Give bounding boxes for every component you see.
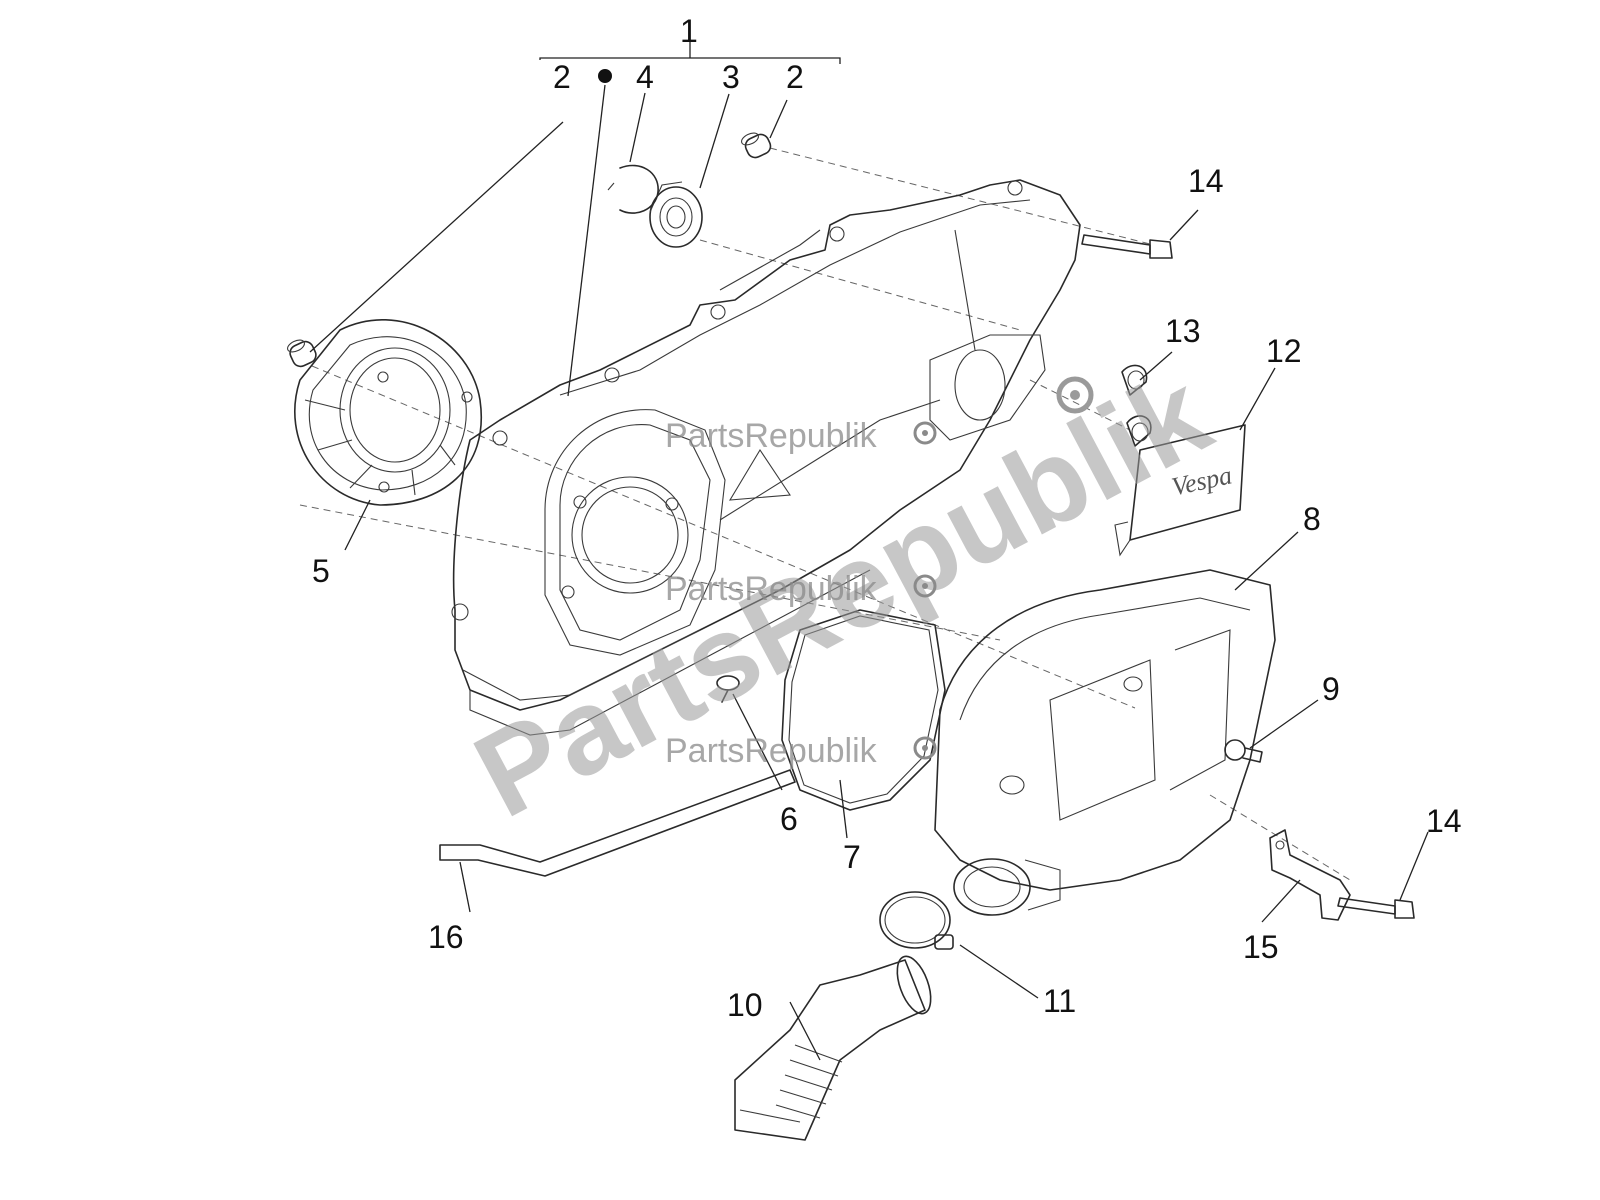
watermark-small-text-3: PartsRepublik — [665, 732, 878, 770]
grommet-lower — [1126, 415, 1152, 447]
gear-icon — [913, 421, 937, 445]
callout-14-upper: 14 — [1188, 163, 1224, 199]
transmission-cover — [451, 179, 1081, 736]
note-bullet — [598, 69, 612, 83]
watermark-small-text-2: PartsRepublik — [665, 570, 878, 608]
callout-11: 11 — [1043, 983, 1076, 1019]
drain-tube — [439, 769, 796, 877]
callout-5: 5 — [312, 553, 330, 589]
callout-labels: 1 2 2 3 4 5 6 7 8 9 10 11 12 13 14 14 15… — [312, 13, 1462, 1023]
watermark-small-text-1: PartsRepublik — [665, 417, 878, 455]
bolt-long-lower — [1337, 897, 1415, 919]
callout-2-left: 2 — [553, 59, 571, 95]
dowel-pin-left — [287, 339, 317, 368]
circlip — [607, 164, 659, 214]
callout-1: 1 — [680, 13, 698, 49]
gear-icon — [1056, 376, 1094, 414]
leader-lines — [309, 42, 1429, 1061]
callout-10: 10 — [727, 987, 763, 1023]
callout-7: 7 — [843, 839, 861, 875]
gasket — [781, 609, 946, 811]
callout-6: 6 — [780, 801, 798, 837]
bearing — [649, 181, 703, 248]
gear-icon — [913, 736, 937, 760]
bolt-long-upper — [1081, 234, 1173, 259]
callout-15: 15 — [1243, 929, 1279, 965]
fan-guard — [294, 319, 483, 506]
watermark: PartsRepublik PartsRepublik PartsRepubli… — [454, 346, 1230, 843]
callout-16: 16 — [428, 919, 464, 955]
callout-8: 8 — [1303, 501, 1321, 537]
callout-3: 3 — [722, 59, 740, 95]
bracket — [1269, 829, 1351, 921]
callout-9: 9 — [1322, 671, 1340, 707]
callout-4: 4 — [636, 59, 654, 95]
bolt-small — [1224, 739, 1263, 763]
callout-2-right: 2 — [786, 59, 804, 95]
hose-clamp — [879, 891, 954, 950]
intake-hose — [734, 955, 932, 1141]
screw — [716, 675, 740, 703]
callout-14-lower: 14 — [1426, 803, 1462, 839]
grommet-upper — [1121, 364, 1148, 396]
callout-13: 13 — [1165, 313, 1201, 349]
dowel-pin-right — [741, 132, 772, 159]
gear-icon — [913, 574, 937, 598]
callout-12: 12 — [1266, 333, 1302, 369]
air-filter-housing — [934, 569, 1276, 916]
